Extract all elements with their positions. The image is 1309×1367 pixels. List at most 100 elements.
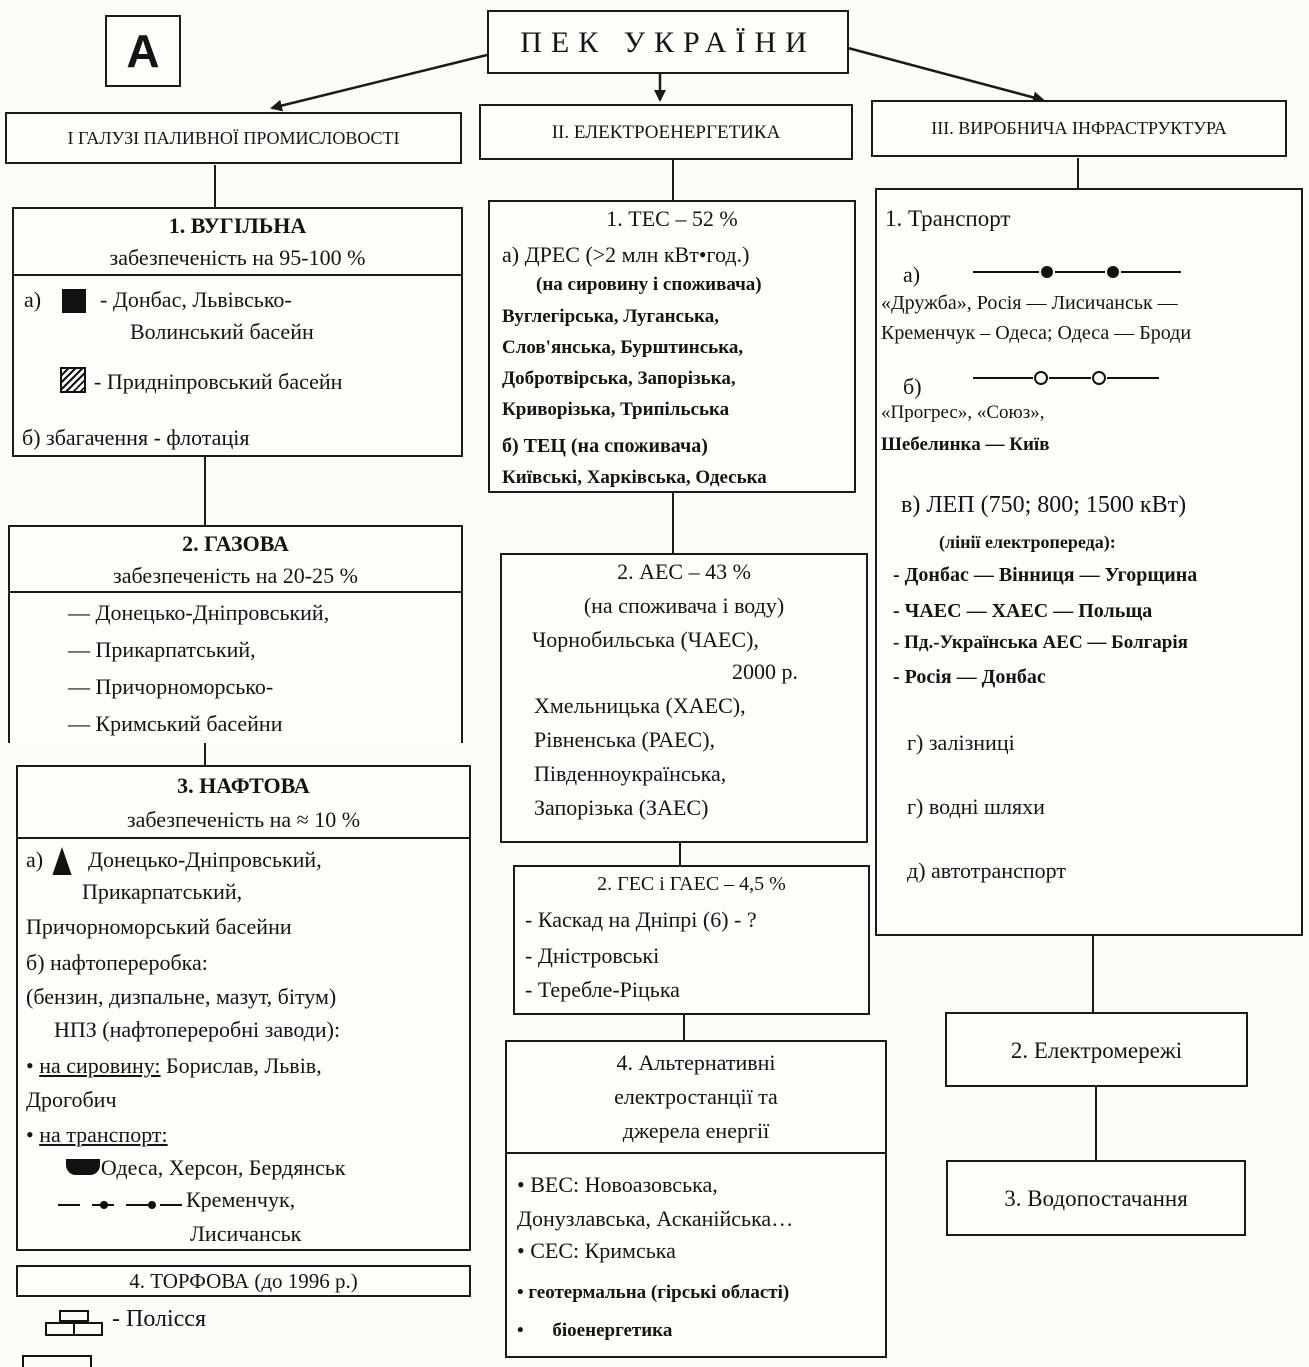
alt-item: Донузлавська, Асканійська… — [517, 1206, 794, 1231]
peat-brick-icon — [45, 1310, 105, 1340]
oil-a-label: а) — [26, 847, 44, 872]
transport-v-line: в) ЛЕП (750; 800; 1500 кВт) — [901, 492, 1187, 518]
oil-npz: НПЗ (нафтопереробні заводи): — [54, 1017, 341, 1042]
tes-a-note: (на сировину і споживача) — [536, 274, 762, 295]
transport-b-label: б) — [903, 374, 922, 399]
oil-transport-label: на транспорт: — [39, 1122, 168, 1147]
alt-item-line: • ВЕС: Новоазовська, — [517, 1172, 718, 1197]
diagram-title: ПЕК УКРАЇНИ — [520, 26, 816, 59]
tes-a-line: а) ДРЕС (>2 млн кВт•год.) — [502, 242, 750, 267]
oil-a-line2: Прикарпатський, — [82, 879, 243, 904]
oil-supply: забезпеченість на ≈ 10 % — [126, 807, 361, 832]
oil-raw-cities: Борислав, Львів, — [166, 1053, 322, 1078]
oil-box: 3. НАФТОВА забезпеченість на ≈ 10 % а) Д… — [16, 765, 471, 1251]
coal-title: 1. ВУГІЛЬНА — [168, 213, 307, 238]
lep-item: - ЧАЕС — ХАЕС — Польща — [893, 600, 1153, 622]
gas-pipeline-icon — [973, 371, 1159, 385]
transport-a-label: а) — [903, 262, 921, 287]
gas-item: — Причорноморсько- — [68, 674, 274, 699]
coal-b-line: б) збагачення - флотація — [22, 425, 250, 450]
transport-g2: г) водні шляхи — [907, 794, 1045, 819]
lep-item: - Пд.-Українська АЕС — Болгарія — [893, 632, 1188, 653]
coal-a-line2: Волинський басейн — [130, 319, 314, 344]
ges-box: 2. ГЕС і ГАЕС – 4,5 % - Каскад на Дніпрі… — [513, 865, 870, 1015]
coal-box: 1. ВУГІЛЬНА забезпеченість на 95-100 % а… — [12, 207, 463, 457]
peat-title: 4. ТОРФОВА (до 1996 р.) — [129, 1269, 358, 1293]
power-grid-label: 2. Електромережі — [1010, 1038, 1183, 1063]
tes-plant: Вуглегірська, Луганська, — [502, 306, 719, 327]
transport-b-text2: Шебелинка — Київ — [881, 434, 1050, 455]
alt-title-2: електростанції та — [614, 1084, 778, 1109]
header-fuel-industry-label: І ГАЛУЗІ ПАЛИВНОЇ ПРОМИСЛОВОСТІ — [67, 128, 400, 148]
alt-item: СЕС: Кримська — [530, 1238, 676, 1263]
aes-line: Південноукраїнська, — [534, 761, 727, 786]
aes-line: Хмельницька (ХАЕС), — [534, 693, 746, 718]
header-infrastructure: ІІІ. ВИРОБНИЧА ІНФРАСТРУКТУРА — [871, 100, 1287, 157]
tes-plant: Добротвірська, Запорізька, — [502, 368, 736, 389]
alt-item-line: • біоенергетика — [517, 1320, 673, 1341]
gas-item: — Донецько-Дніпровський, — [68, 600, 330, 625]
power-grid-box: 2. Електромережі — [945, 1012, 1248, 1087]
coal-a-line3: - Придніпровський басейн — [94, 369, 343, 394]
oil-raw-label: на сировину: — [39, 1053, 161, 1078]
alt-title-1: 4. Альтернативні — [616, 1050, 776, 1075]
transport-v-note: (лінії електропереда): — [939, 532, 1116, 552]
coal-supply: забезпеченість на 95-100 % — [109, 245, 366, 270]
oil-a-line3: Причорноморський басейни — [26, 914, 292, 939]
alt-item-line: • СЕС: Кримська — [517, 1238, 676, 1263]
tes-b-plants: Київські, Харківська, Одеська — [502, 467, 767, 488]
coal-a-label: а) — [24, 287, 42, 312]
gas-supply: забезпеченість на 20-25 % — [113, 563, 358, 588]
transport-d: д) автотранспорт — [907, 858, 1066, 883]
oil-products: (бензин, дизпальне, мазут, бітум) — [26, 984, 337, 1009]
coal-a-line1: - Донбас, Львівсько- — [100, 287, 292, 312]
corner-label-box: А — [105, 15, 181, 87]
header-power-industry: ІІ. ЕЛЕКТРОЕНЕРГЕТИКА — [479, 104, 853, 160]
lep-item: - Росія — Донбас — [893, 666, 1046, 688]
tes-b-line: б) ТЕЦ (на споживача) — [502, 435, 708, 457]
oil-raw-cities2: Дрогобич — [26, 1087, 117, 1112]
oil-raw-line: • на сировину: Борислав, Львів, — [26, 1053, 322, 1078]
aes-box: 2. АЕС – 43 % (на споживача і воду) Чорн… — [500, 553, 868, 843]
ges-item: - Дністровські — [525, 943, 660, 968]
peat-region: - Полісся — [112, 1306, 206, 1332]
water-supply-box: 3. Водопостачання — [946, 1160, 1246, 1236]
header-infrastructure-label: ІІІ. ВИРОБНИЧА ІНФРАСТРУКТУРА — [931, 118, 1227, 138]
transport-a-text1: «Дружба», Росія — Лисичанськ — — [881, 292, 1178, 314]
oil-pipeline-icon — [973, 266, 1181, 278]
tes-title: 1. ТЕС – 52 % — [606, 206, 738, 231]
oil-pipe-cities: Кременчук, — [186, 1187, 296, 1212]
transport-a-text2: Кременчук – Одеса; Одеса — Броди — [881, 322, 1192, 344]
oil-b-line: б) нафтопереробка: — [26, 950, 208, 975]
alt-item-line: • геотермальна (гірські області) — [517, 1282, 790, 1303]
oil-transport-line: • на транспорт: — [26, 1122, 168, 1147]
port-icon — [66, 1159, 100, 1175]
pipeline-icon — [58, 1201, 188, 1209]
oil-pipe-cities2: Лисичанськ — [190, 1221, 302, 1246]
header-fuel-industry: І ГАЛУЗІ ПАЛИВНОЇ ПРОМИСЛОВОСТІ — [5, 112, 462, 164]
transport-box: 1. Транспорт а) «Дружба», Росія — Лисича… — [875, 188, 1303, 936]
oil-port-cities: - Одеса, Херсон, Бердянськ — [88, 1155, 346, 1180]
aes-line: Рівненська (РАЕС), — [534, 727, 716, 752]
lep-item: - Донбас — Вінниця — Угорщина — [893, 564, 1198, 586]
alternative-box: 4. Альтернативні електростанції та джере… — [505, 1040, 887, 1358]
hatched-square-icon — [60, 367, 86, 393]
transport-b-text1: «Прогрес», «Союз», — [881, 402, 1045, 423]
gas-title: 2. ГАЗОВА — [182, 531, 289, 556]
oil-deposit-icon — [52, 847, 72, 875]
oil-title: 3. НАФТОВА — [177, 773, 310, 798]
header-power-industry-label: ІІ. ЕЛЕКТРОЕНЕРГЕТИКА — [551, 122, 781, 143]
legend-partial-box — [22, 1355, 92, 1367]
water-supply-label: 3. Водопостачання — [1004, 1186, 1188, 1211]
aes-title: 2. АЕС – 43 % — [617, 559, 751, 584]
aes-line: Чорнобильська (ЧАЕС), — [532, 627, 759, 652]
gas-item: — Кримський басейни — [68, 711, 283, 736]
transport-g1: г) залізниці — [907, 730, 1015, 755]
aes-line: Запорізька (ЗАЕС) — [534, 795, 709, 820]
alt-title-3: джерела енергії — [622, 1118, 770, 1143]
oil-a-line1: Донецько-Дніпровський, — [88, 847, 322, 872]
aes-line: 2000 р. — [732, 659, 798, 684]
alt-item: ВЕС: Новоазовська, — [530, 1172, 718, 1197]
alt-item: геотермальна (гірські області) — [528, 1282, 790, 1303]
